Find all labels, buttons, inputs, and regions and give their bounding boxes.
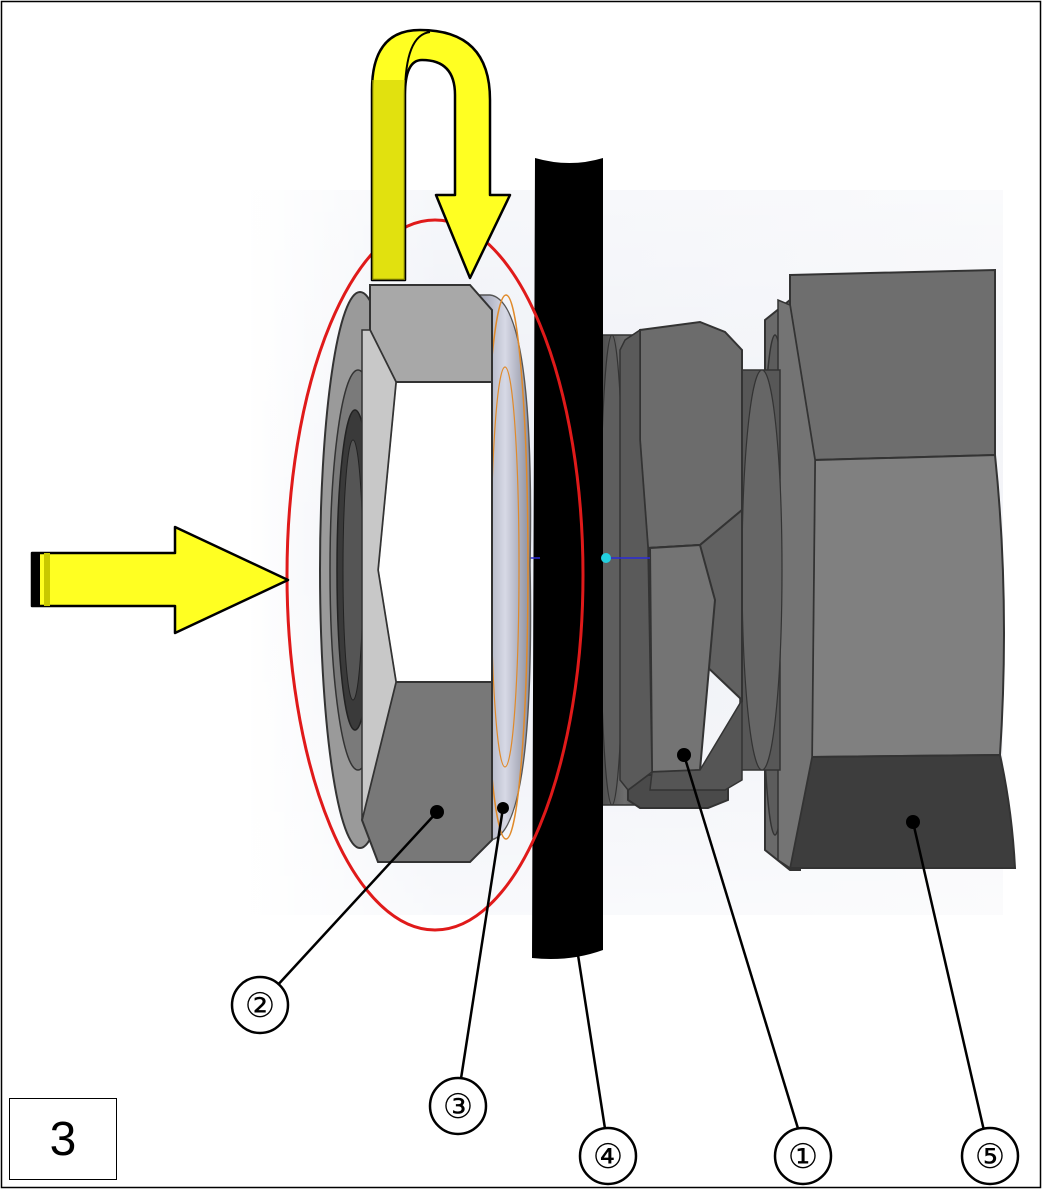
callout-body: ⑤ — [960, 1126, 1020, 1186]
nut-part-2 — [319, 284, 493, 863]
callout-label-washer: ③ — [443, 1087, 473, 1127]
rotate-clockwise-icon — [370, 28, 512, 282]
fitting-part-1 — [599, 320, 783, 809]
callout-label-fitting: ① — [788, 1137, 818, 1177]
arrow-right-icon — [30, 525, 290, 635]
callout-washer: ③ — [428, 1076, 488, 1136]
callout-label-nut: ② — [245, 986, 275, 1026]
callout-fitting: ① — [773, 1126, 833, 1186]
highlight-ellipse — [285, 218, 585, 932]
leader-lines — [274, 754, 987, 1136]
callout-label-panel: ④ — [593, 1137, 623, 1177]
panel-part-4 — [532, 158, 603, 959]
step-number-box: 3 — [9, 1098, 117, 1180]
callout-panel: ④ — [578, 1126, 638, 1186]
step-number: 3 — [49, 1112, 77, 1166]
body-part-5 — [760, 268, 1017, 871]
callout-label-body: ⑤ — [975, 1137, 1005, 1177]
leader-dots — [430, 748, 920, 829]
callout-nut: ② — [230, 975, 290, 1035]
